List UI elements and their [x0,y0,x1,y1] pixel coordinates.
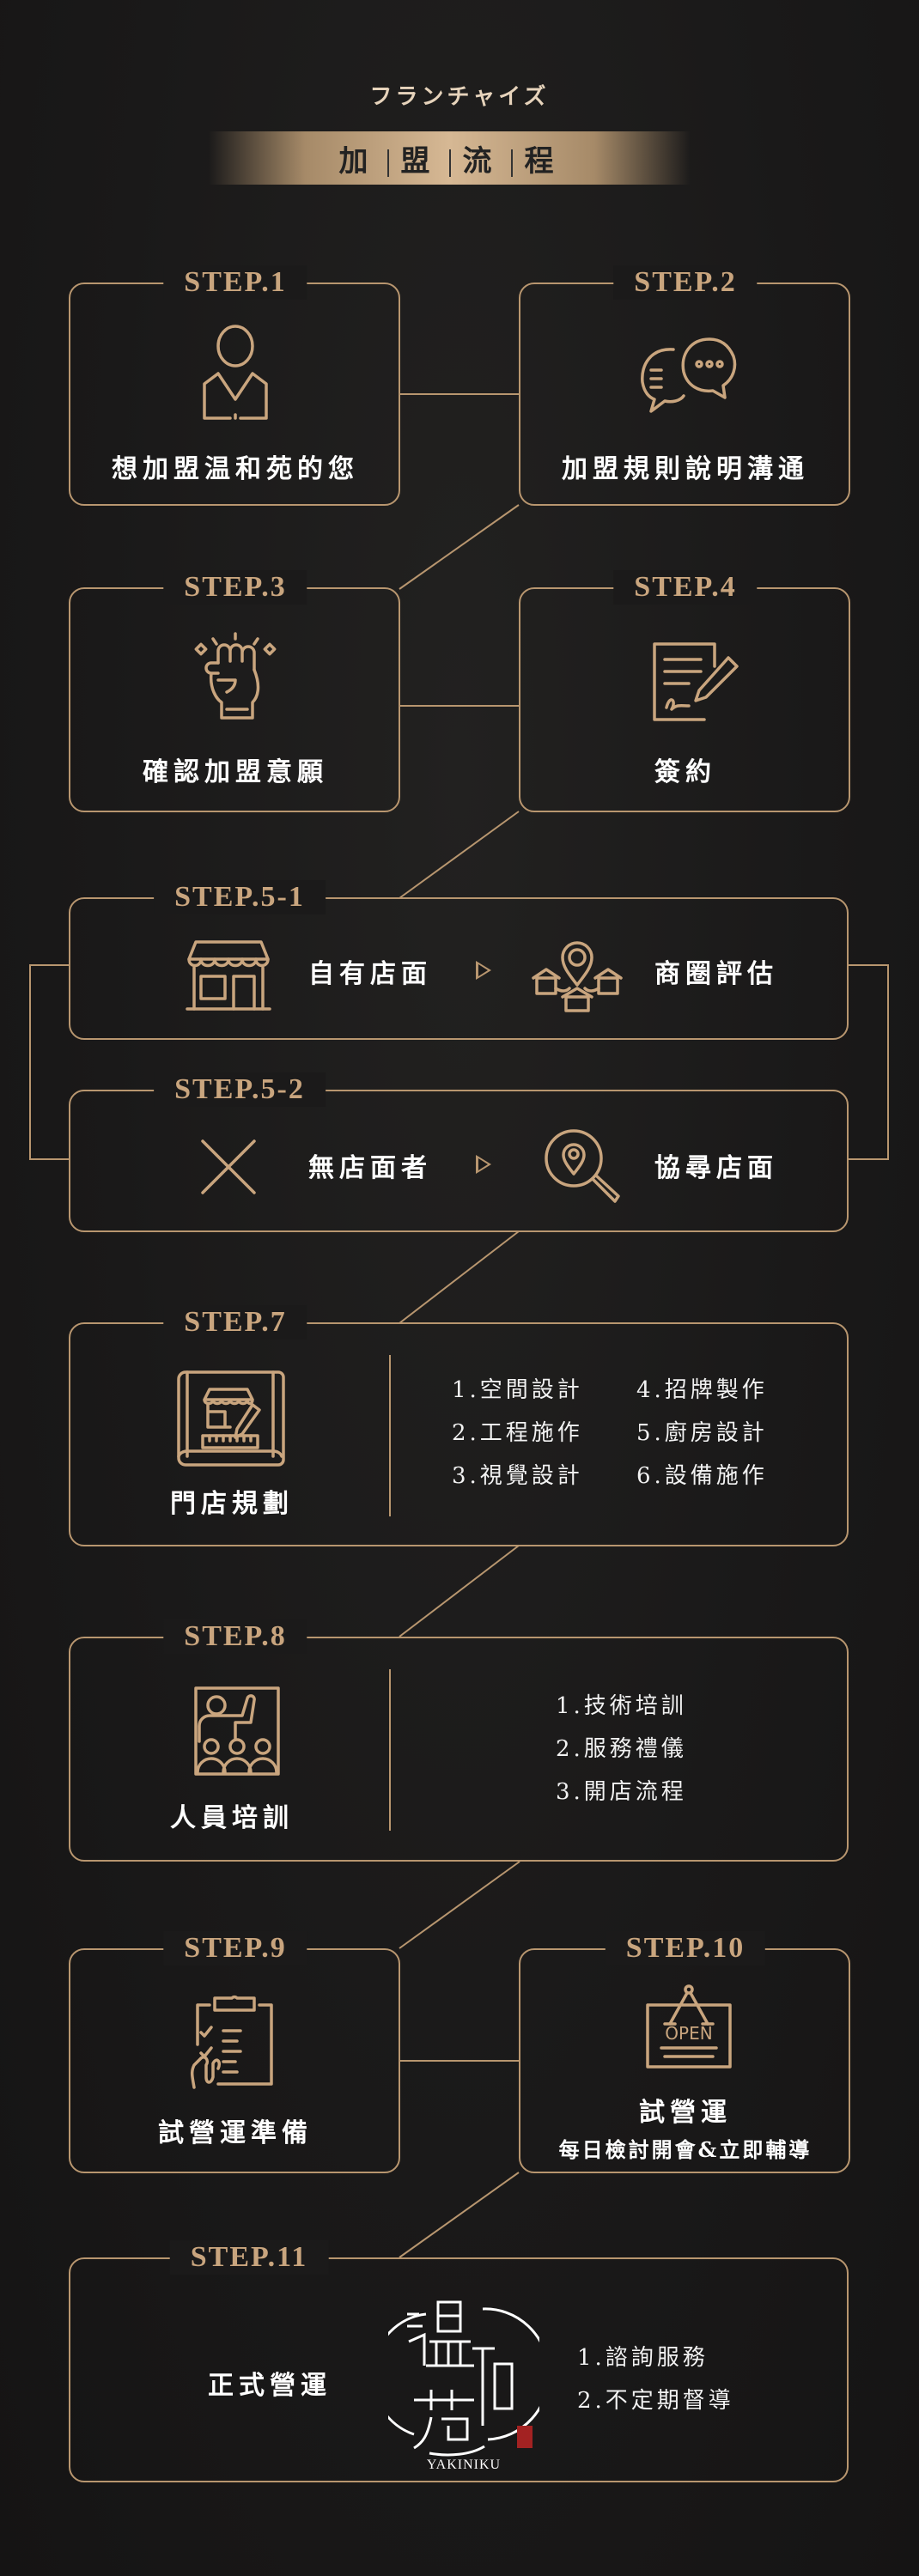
step-label: STEP.3 [163,570,307,605]
list-item: 4.招牌製作 [636,1377,768,1403]
step-11-card: STEP.11 正式營運 YAKINIKU 1.諮詢服務 2.不定期督導 [69,2240,849,2482]
page-title-banner: 加盟流程 [209,131,691,185]
store-planning-list-left: 1.空間設計 2.工程施作 3.視覺設計 [452,1369,583,1498]
market-evaluation-text: 商圈評估 [654,959,778,989]
onwaen-yakiniku-logo: YAKINIKU [388,2300,539,2472]
step-label: STEP.5-1 [154,880,326,914]
franchise-subtitle: フランチャイズ [369,84,550,110]
arrow-right-icon [476,1155,491,1174]
arrow-right-icon [476,961,491,980]
step-text: 加盟規則說明溝通 [562,454,809,484]
step-text: 人員培訓 [170,1803,294,1833]
list-item: 2.服務禮儀 [556,1736,687,1762]
step-text: 正式營運 [208,2371,332,2401]
list-item: 3.視覺設計 [452,1463,583,1489]
location-analysis-icon [532,941,623,1012]
step-9-card: STEP.9 試營運準備 [69,1931,400,2173]
step-2-card: STEP.2 加盟規則說明溝通 [519,265,850,506]
step-label: STEP.8 [163,1619,307,1654]
step-label: STEP.5-2 [154,1072,326,1107]
title-char: 程 [524,143,561,179]
step-label: STEP.9 [163,1931,307,1965]
step-10-card: STEP.10 OPEN 試營運 每日檢討開會&立即輔導 [519,1931,850,2173]
step-5-2-card: STEP.5-2 無店面者 協尋店面 [69,1072,849,1232]
step-text: 門店規劃 [170,1489,294,1519]
store-planning-list-right: 4.招牌製作 5.廚房設計 6.設備施作 [636,1369,768,1498]
step-1-card: STEP.1 想加盟温和苑的您 [69,265,400,506]
list-item: 2.工程施作 [452,1420,583,1446]
open-sign-text: OPEN [665,2023,712,2044]
step-8-card: STEP.8 人員培訓 1.技術培訓 2.服務禮儀 3.開店流程 [69,1619,849,1862]
step-text: 想加盟温和苑的您 [112,454,359,484]
training-list: 1.技術培訓 2.服務禮儀 3.開店流程 [556,1685,687,1814]
step-text: 試營運準備 [158,2118,313,2148]
clipboard-checklist-icon [190,1995,273,2089]
step-subtext: 每日檢討開會&立即輔導 [558,2137,812,2162]
no-storefront-text: 無店面者 [308,1153,432,1183]
divider [389,1669,391,1831]
training-class-icon [194,1686,280,1776]
list-item: 2.不定期督導 [577,2388,734,2414]
open-sign-icon: OPEN [646,1984,732,2069]
step-label: STEP.1 [163,265,307,300]
contract-signing-icon [653,642,739,721]
step-text: 簽約 [654,757,716,787]
step-label: STEP.2 [613,265,758,300]
chat-bubbles-icon [641,337,737,413]
step-label: STEP.10 [605,1931,766,1965]
step-text: 確認加盟意願 [143,757,328,787]
list-item: 3.開店流程 [556,1779,687,1805]
operation-list: 1.諮詢服務 2.不定期督導 [577,2336,734,2422]
list-item: 5.廚房設計 [636,1420,768,1446]
step-label: STEP.4 [613,570,758,605]
title-char: 盟 [400,143,437,179]
raised-fist-icon [194,632,277,720]
logo-caption: YAKINIKU [427,2458,501,2472]
title-char: 流 [462,143,499,179]
person-icon [203,325,268,420]
step-4-card: STEP.4 簽約 [519,570,850,812]
step-5-1-card: STEP.5-1 自有店面 商圈評估 [69,880,849,1040]
list-item: 6.設備施作 [636,1463,768,1489]
title-char: 加 [338,143,375,179]
find-storefront-text: 協尋店面 [654,1153,778,1183]
own-storefront-text: 自有店面 [308,959,432,989]
cross-icon [201,1139,256,1194]
step-7-card: STEP.7 門店規劃 1.空間設計 2.工程施作 3.視覺設計 4.招牌製作 … [69,1305,849,1546]
location-search-icon [545,1129,620,1203]
divider [389,1355,391,1516]
list-item: 1.技術培訓 [556,1693,687,1719]
storefront-icon [186,940,271,1011]
page-title: 加盟流程 [339,137,561,179]
store-blueprint-icon [177,1370,285,1467]
step-3-card: STEP.3 確認加盟意願 [69,570,400,812]
step-label: STEP.11 [169,2240,329,2275]
step-text: 試營運 [639,2098,732,2128]
list-item: 1.空間設計 [452,1377,583,1403]
list-item: 1.諮詢服務 [577,2345,709,2371]
step-label: STEP.7 [163,1305,307,1340]
